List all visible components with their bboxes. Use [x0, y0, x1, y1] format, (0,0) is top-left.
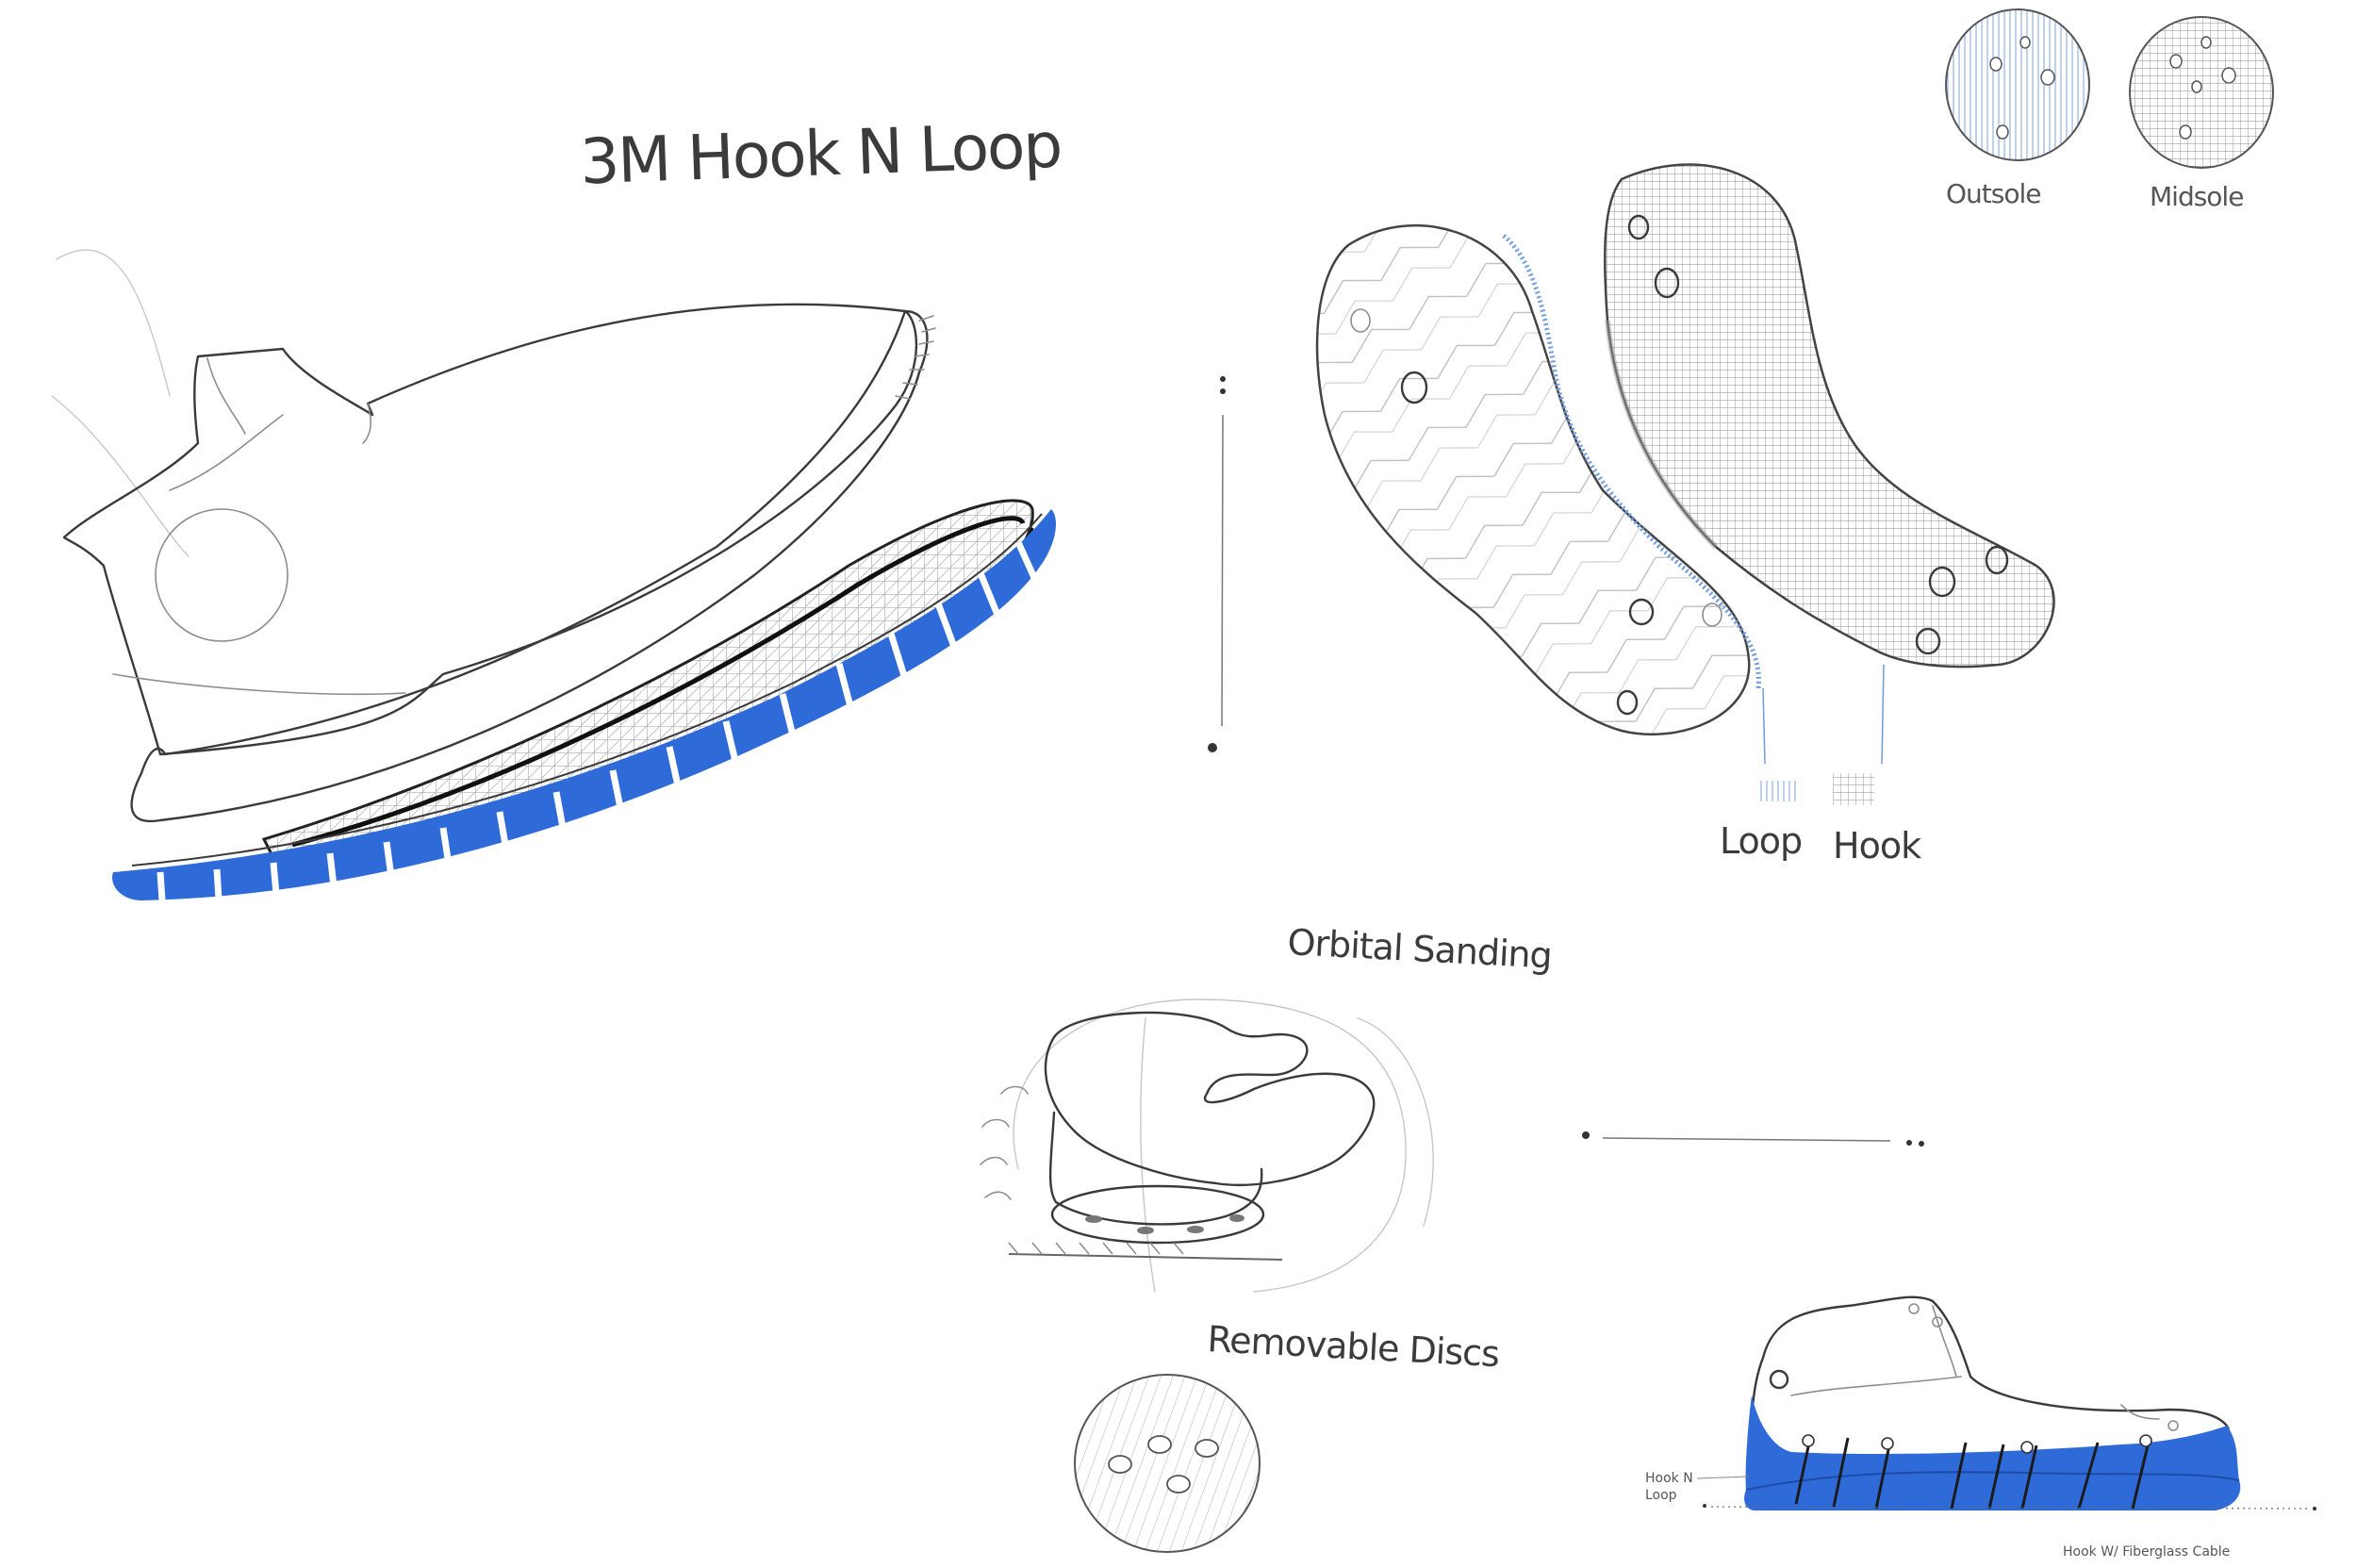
- orbital-sanding-label: Orbital Sanding: [1287, 921, 1553, 977]
- shoe-upper-outline: [62, 303, 918, 756]
- loop-swatch: [1758, 781, 1800, 801]
- hook-label: Hook: [1833, 825, 1921, 867]
- small-shoe-blue-sole: [1744, 1395, 2241, 1510]
- ankle-reference-circle: [155, 508, 288, 642]
- sander-pad: [1050, 1184, 1265, 1245]
- midsole-label: Midsole: [2150, 181, 2243, 212]
- sheet-title: 3M Hook N Loop: [579, 109, 1063, 199]
- hook-swatch: [1833, 773, 1874, 805]
- title-group: 3M Hook N Loop: [579, 109, 1063, 199]
- loop-hook-legend: Loop Hook: [1720, 773, 1922, 867]
- sander-body: [1048, 1111, 1263, 1226]
- fiberglass-cables: [1794, 1437, 2151, 1510]
- sander-handle: [1044, 1011, 1376, 1186]
- midsole-attachment-holes: [1627, 214, 2009, 655]
- loop-label: Loop: [1720, 820, 1802, 862]
- midsole-disc-icon: [2129, 16, 2274, 169]
- hook-n-loop-callout-line1: Hook N: [1645, 1471, 1693, 1486]
- removable-disc-icon: [1074, 1374, 1261, 1553]
- divider-vertical: [1208, 376, 1226, 752]
- removable-disc-group: Removable Discs: [1074, 1318, 1500, 1553]
- outsole-label: Outsole: [1946, 178, 2041, 209]
- outsole-disc-icon: [1945, 8, 2090, 161]
- divider-horizontal: [1582, 1131, 1924, 1147]
- outsole-attachment-holes: [1350, 308, 1722, 716]
- outsole-loop-plan-view: [1315, 223, 1766, 765]
- material-swatch-discs: Outsole Midsole: [1945, 8, 2274, 212]
- midsole-hook-plan-view: [1603, 163, 2055, 765]
- midsole-layer: [130, 309, 929, 823]
- outsole-plan-shape: [1315, 223, 1751, 735]
- outsole-tread-gaps: [157, 540, 1039, 901]
- hook-n-loop-callout-line2: Loop: [1645, 1488, 1677, 1503]
- large-shoe-exploded-view: [51, 249, 1056, 901]
- removable-discs-label: Removable Discs: [1207, 1318, 1500, 1375]
- orbital-sander-icon: Orbital Sanding: [980, 921, 1553, 1293]
- hook-fiberglass-callout: Hook W/ Fiberglass Cable: [2063, 1544, 2230, 1560]
- small-shoe-assembled-view: Hook N Loop Hook W/ Fiberglass Cable: [1645, 1296, 2316, 1560]
